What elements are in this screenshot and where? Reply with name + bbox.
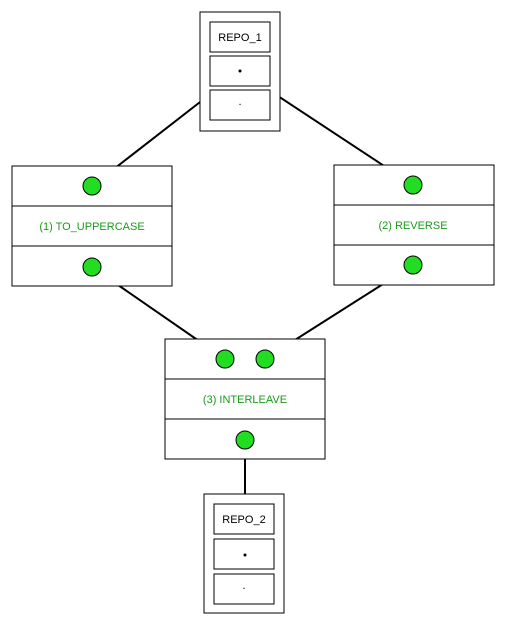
node-to-uppercase-label: (1) TO_UPPERCASE xyxy=(39,221,144,233)
node-interleave-input-port-2[interactable] xyxy=(255,349,275,369)
repo-2-value: . xyxy=(242,580,245,592)
node-interleave-output-port[interactable] xyxy=(235,430,255,450)
repo-2-label: REPO_2 xyxy=(222,514,265,526)
node-to-uppercase[interactable]: (1) TO_UPPERCASE xyxy=(11,165,173,287)
node-interleave-label: (3) INTERLEAVE xyxy=(203,394,287,406)
repo-1[interactable]: REPO_1 . xyxy=(199,11,281,132)
repo-1-title-cell xyxy=(209,21,271,53)
node-interleave-input-port-1[interactable] xyxy=(215,349,235,369)
node-to-uppercase-output-port[interactable] xyxy=(82,257,102,277)
node-reverse-input-port[interactable] xyxy=(403,175,423,195)
repo-1-value-cell xyxy=(209,89,271,121)
repo-2-value-cell xyxy=(213,573,275,605)
repo-1-value: . xyxy=(238,96,241,108)
node-reverse[interactable]: (2) REVERSE xyxy=(333,164,495,286)
repo-2-title-cell xyxy=(213,503,275,535)
repo-2-anchor-dot xyxy=(243,553,247,557)
node-reverse-output-port[interactable] xyxy=(403,255,423,275)
node-to-uppercase-input-port[interactable] xyxy=(82,176,102,196)
node-interleave[interactable]: (3) INTERLEAVE xyxy=(164,338,326,460)
repo-1-label: REPO_1 xyxy=(218,32,261,44)
repo-1-anchor-dot xyxy=(238,69,242,73)
node-reverse-label: (2) REVERSE xyxy=(378,220,447,232)
repo-2[interactable]: REPO_2 . xyxy=(203,493,285,614)
